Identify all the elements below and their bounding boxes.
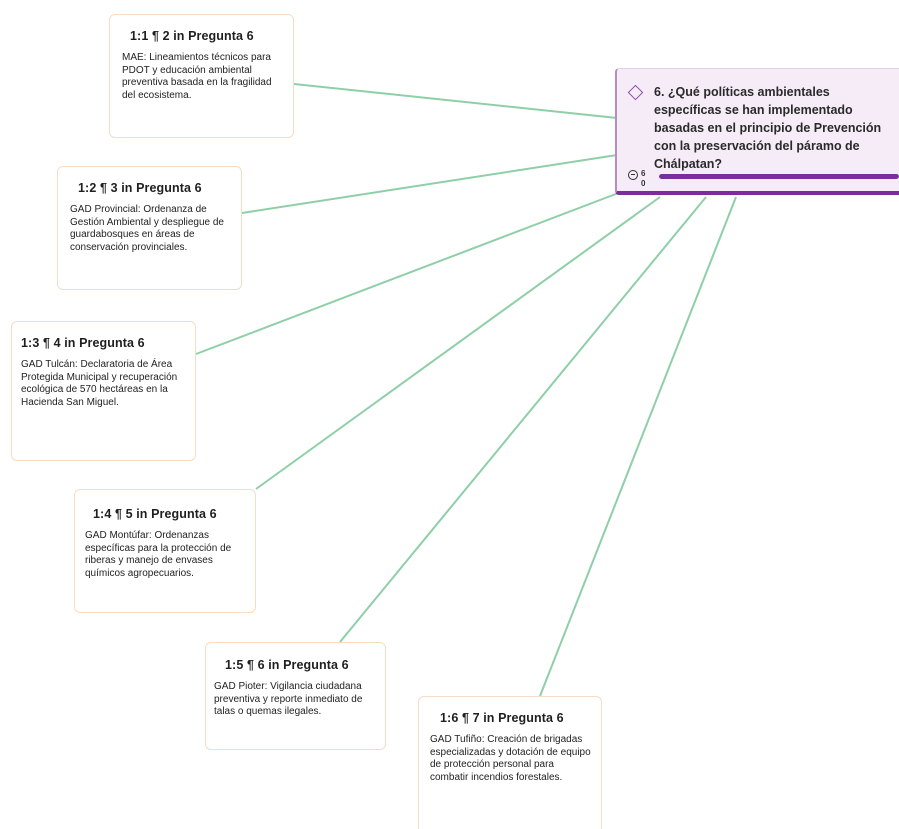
- quote-text: GAD Tulcán: Declaratoria de Área Protegi…: [21, 359, 178, 408]
- quote-node-2[interactable]: 1:2 ¶ 3 in Pregunta 6 GAD Provincial: Or…: [57, 166, 242, 290]
- quote-text: GAD Provincial: Ordenanza de Gestión Amb…: [70, 204, 224, 253]
- quote-text: GAD Montúfar: Ordenanzas específicas par…: [85, 530, 232, 579]
- code-title: 6. ¿Qué políticas ambientales específica…: [654, 85, 882, 171]
- link-quote-5: [339, 196, 707, 643]
- groundedness-icon: [628, 170, 638, 180]
- quote-text: GAD Tufiño: Creación de brigadas especia…: [430, 734, 591, 783]
- link-quote-2: [241, 154, 618, 214]
- quote-text: MAE: Lineamientos técnicos para PDOT y e…: [122, 52, 272, 101]
- quote-header: 1:3 ¶ 4 in Pregunta 6: [21, 336, 145, 350]
- link-quote-1: [293, 83, 618, 119]
- quote-node-1[interactable]: 1:1 ¶ 2 in Pregunta 6 MAE: Lineamientos …: [109, 14, 294, 138]
- link-quote-4: [255, 196, 661, 490]
- quote-header: 1:5 ¶ 6 in Pregunta 6: [225, 658, 349, 672]
- link-quote-3: [195, 191, 622, 355]
- diamond-icon: [627, 84, 644, 101]
- quote-node-4[interactable]: 1:4 ¶ 5 in Pregunta 6 GAD Montúfar: Orde…: [74, 489, 256, 613]
- quote-header: 1:4 ¶ 5 in Pregunta 6: [93, 507, 217, 521]
- quote-text: GAD Pioter: Vigilancia ciudadana prevent…: [214, 681, 363, 718]
- quote-header: 1:6 ¶ 7 in Pregunta 6: [440, 711, 564, 725]
- quote-node-6[interactable]: 1:6 ¶ 7 in Pregunta 6 GAD Tufiño: Creaci…: [418, 696, 602, 829]
- link-quote-6: [539, 196, 737, 697]
- code-node[interactable]: 6. ¿Qué políticas ambientales específica…: [615, 68, 899, 195]
- quote-header: 1:1 ¶ 2 in Pregunta 6: [130, 29, 254, 43]
- quote-node-5[interactable]: 1:5 ¶ 6 in Pregunta 6 GAD Pioter: Vigila…: [205, 642, 386, 750]
- groundedness-bar-fill: [659, 174, 899, 179]
- density-count: 0: [641, 179, 646, 188]
- groundedness-count: 6: [641, 169, 646, 178]
- quote-header: 1:2 ¶ 3 in Pregunta 6: [78, 181, 202, 195]
- groundedness-bar: [659, 174, 899, 179]
- quote-node-3[interactable]: 1:3 ¶ 4 in Pregunta 6 GAD Tulcán: Declar…: [11, 321, 196, 461]
